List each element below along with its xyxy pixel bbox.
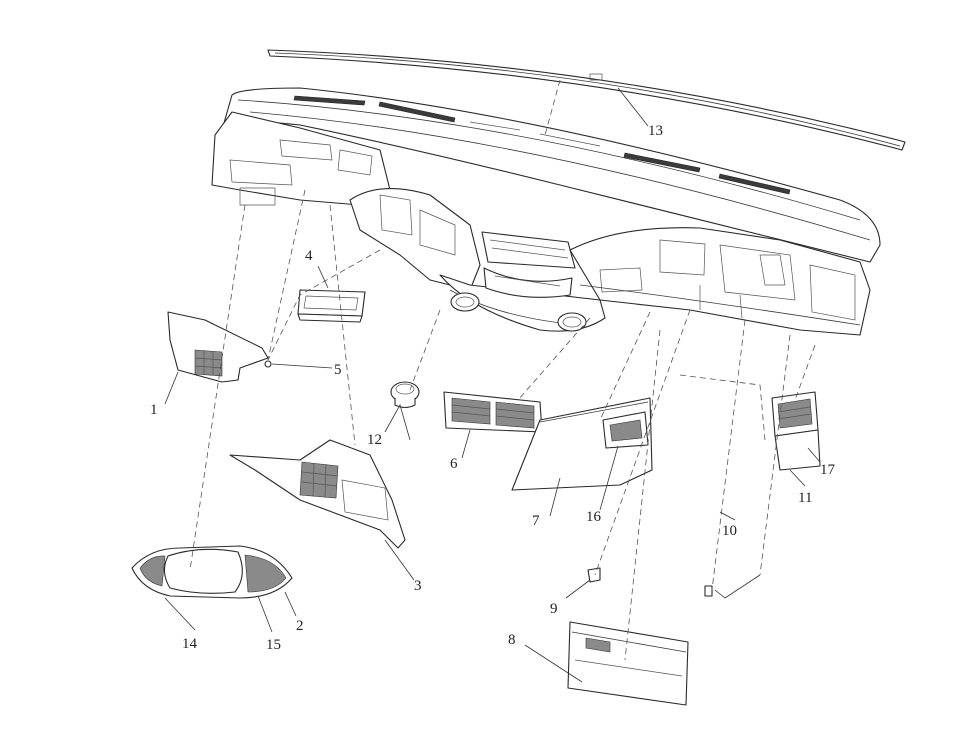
part-9-clip: [587, 567, 601, 583]
part-4-bracket: [297, 289, 366, 323]
callout-6: 6: [450, 456, 458, 472]
part-16-glovebox-handle: [602, 411, 649, 449]
callout-12: 12: [367, 432, 382, 448]
part-1-left-end-panel: [167, 311, 269, 383]
part-6-center-air-vent: [443, 391, 543, 433]
part-17-right-air-vent: [771, 391, 819, 437]
instrument-panel-body: [211, 87, 881, 336]
callout-4: 4: [305, 248, 313, 264]
callout-16: 16: [586, 509, 602, 525]
callout-2: 2: [296, 618, 304, 634]
callout-9: 9: [550, 601, 558, 617]
callout-labels: 1 2 3 4 5 6 7 8 9 10 11 12 13 14 15 16 1…: [150, 123, 836, 653]
part-8-lower-knee-panel: [567, 621, 689, 706]
callout-17: 17: [820, 462, 836, 478]
callout-15: 15: [266, 637, 281, 653]
callout-1: 1: [150, 402, 158, 418]
part-13-defroster-trim-strip: [267, 49, 906, 151]
callout-7: 7: [532, 513, 540, 529]
part-3-lower-left-trim-panel: [229, 439, 406, 549]
leader-lines: [164, 87, 821, 683]
part-2-cluster-bezel: [131, 545, 293, 599]
part-5-clip: [264, 360, 272, 368]
callout-5: 5: [334, 362, 342, 378]
callout-8: 8: [508, 632, 516, 648]
assembly-lines: [189, 79, 816, 661]
part-10-fastener: [704, 585, 713, 597]
callout-14: 14: [182, 636, 198, 652]
part-11-right-end-panel: [774, 429, 821, 471]
part-12-round-knob: [390, 381, 420, 409]
callout-11: 11: [798, 490, 812, 506]
callout-3: 3: [414, 578, 422, 594]
callout-10: 10: [722, 523, 737, 539]
callout-13: 13: [648, 123, 663, 139]
